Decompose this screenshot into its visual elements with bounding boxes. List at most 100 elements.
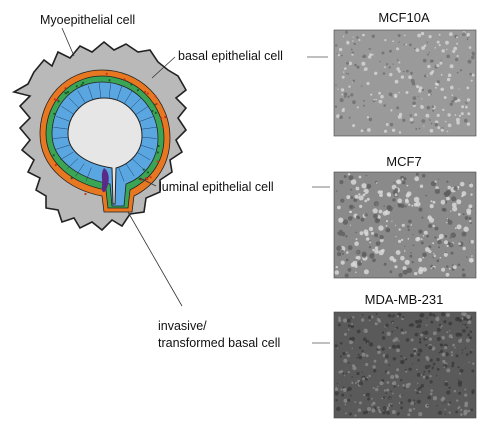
micrograph-speckle <box>440 199 446 205</box>
micrograph-speckle <box>401 317 404 321</box>
micrograph-speckle <box>366 116 370 119</box>
micrograph-speckle <box>352 100 356 105</box>
micrograph-speckle <box>352 36 354 38</box>
micrograph-speckle <box>374 322 378 326</box>
micrograph-speckle <box>452 206 458 212</box>
luminal-cell-divider <box>124 90 133 104</box>
micrograph-speckle <box>347 268 352 272</box>
micrograph-speckle <box>461 231 467 237</box>
micrograph-speckle <box>429 358 433 362</box>
micrograph-speckle <box>389 72 393 77</box>
micrograph-speckle <box>404 369 407 371</box>
micrograph-speckle <box>391 220 393 222</box>
label-basal-epithelial-cell: basal epithelial cell <box>178 49 283 63</box>
micrograph-speckle <box>451 264 454 267</box>
micrograph-speckle <box>465 105 468 109</box>
micrograph-speckle <box>378 99 383 104</box>
micrograph-speckle <box>343 92 348 96</box>
micrograph-speckle <box>431 59 434 63</box>
micrograph-speckle <box>425 336 427 339</box>
micrograph-speckle <box>404 357 406 359</box>
micrograph-speckle <box>359 401 362 405</box>
micrograph-speckle <box>397 114 402 119</box>
micrograph-speckle <box>432 267 435 270</box>
luminal-cell-divider <box>77 90 86 104</box>
micrograph-speckle <box>469 220 472 223</box>
cell-nucleus <box>154 95 157 98</box>
micrograph-speckle <box>372 248 375 252</box>
micrograph-speckle <box>360 217 365 222</box>
micrograph-speckle <box>436 368 440 371</box>
micrograph-speckle <box>361 314 364 316</box>
micrograph-speckle <box>409 114 412 117</box>
micrograph-speckle <box>413 196 420 203</box>
micrograph-speckle <box>356 356 358 359</box>
micrograph-speckle <box>425 355 429 360</box>
micrograph-speckle <box>471 73 475 77</box>
micrograph-speckle <box>455 317 460 322</box>
micrograph-speckle <box>448 334 453 338</box>
micrograph-speckle <box>338 217 344 223</box>
micrograph-speckle <box>375 98 377 101</box>
micrograph-speckle <box>368 374 371 378</box>
micrograph-speckle <box>440 59 442 61</box>
micrograph-speckle <box>464 101 467 104</box>
micrograph-speckle <box>469 350 473 354</box>
micrograph-speckle <box>351 323 354 326</box>
micrograph-speckle <box>418 269 423 275</box>
label-transformed-basal-cell: transformed basal cell <box>158 336 280 350</box>
micrograph-speckle <box>337 231 341 235</box>
micrograph-speckle <box>337 88 339 90</box>
micrograph-speckle <box>377 385 379 388</box>
micrograph-speckle <box>429 204 434 209</box>
micrograph-speckle <box>462 329 466 333</box>
micrograph-speckle <box>383 129 388 133</box>
micrograph-speckle <box>458 332 463 337</box>
micrograph-speckle <box>426 234 429 238</box>
micrograph-speckle <box>438 44 441 47</box>
micrograph-speckle <box>349 210 352 214</box>
micrograph-speckle <box>356 215 360 219</box>
micrograph-speckle <box>339 355 342 358</box>
micrograph-speckle <box>397 203 402 208</box>
micrograph-speckle <box>355 186 360 191</box>
micrograph-speckle <box>428 224 433 228</box>
micrograph-speckle <box>400 378 403 382</box>
micrograph-speckle <box>422 331 425 334</box>
micrograph-speckle <box>471 55 475 60</box>
luminal-cell-dividers <box>53 83 157 182</box>
micrograph-speckle <box>358 355 363 360</box>
micrograph-speckle <box>426 75 428 77</box>
micrograph-speckle <box>394 188 399 192</box>
micrograph-speckle <box>416 237 421 241</box>
micrograph-speckle <box>442 396 444 399</box>
micrograph-speckle <box>437 126 441 130</box>
micrograph-speckle <box>396 368 400 372</box>
micrograph-speckle <box>441 267 446 272</box>
micrograph-speckle <box>357 373 359 376</box>
micrograph-speckle <box>426 41 429 44</box>
micrograph-speckle <box>434 122 439 127</box>
micrograph-speckle <box>395 236 397 238</box>
micrograph-speckle <box>362 193 366 197</box>
micrograph-speckle <box>336 382 339 385</box>
micrograph-speckle <box>343 398 348 403</box>
micrograph-speckle <box>340 388 343 391</box>
micrograph-speckle <box>341 75 345 79</box>
micrograph-speckle <box>391 128 396 132</box>
micrograph-speckle <box>360 379 362 381</box>
micrograph-speckle <box>457 366 460 369</box>
micrograph-speckle <box>369 253 375 259</box>
micrograph-speckle <box>408 75 412 79</box>
micrograph-speckle <box>383 104 387 107</box>
micrograph-speckle <box>378 209 383 214</box>
micrograph-speckle <box>414 389 417 391</box>
micrograph-speckle <box>416 391 419 395</box>
micrograph-speckle <box>373 213 378 219</box>
micrograph-speckle <box>372 208 378 214</box>
micrograph-speckle <box>445 251 447 254</box>
micrograph-speckle <box>444 120 447 123</box>
micrograph-speckle <box>392 40 394 43</box>
micrograph-speckle <box>418 86 423 91</box>
micrograph-speckle <box>347 324 351 328</box>
